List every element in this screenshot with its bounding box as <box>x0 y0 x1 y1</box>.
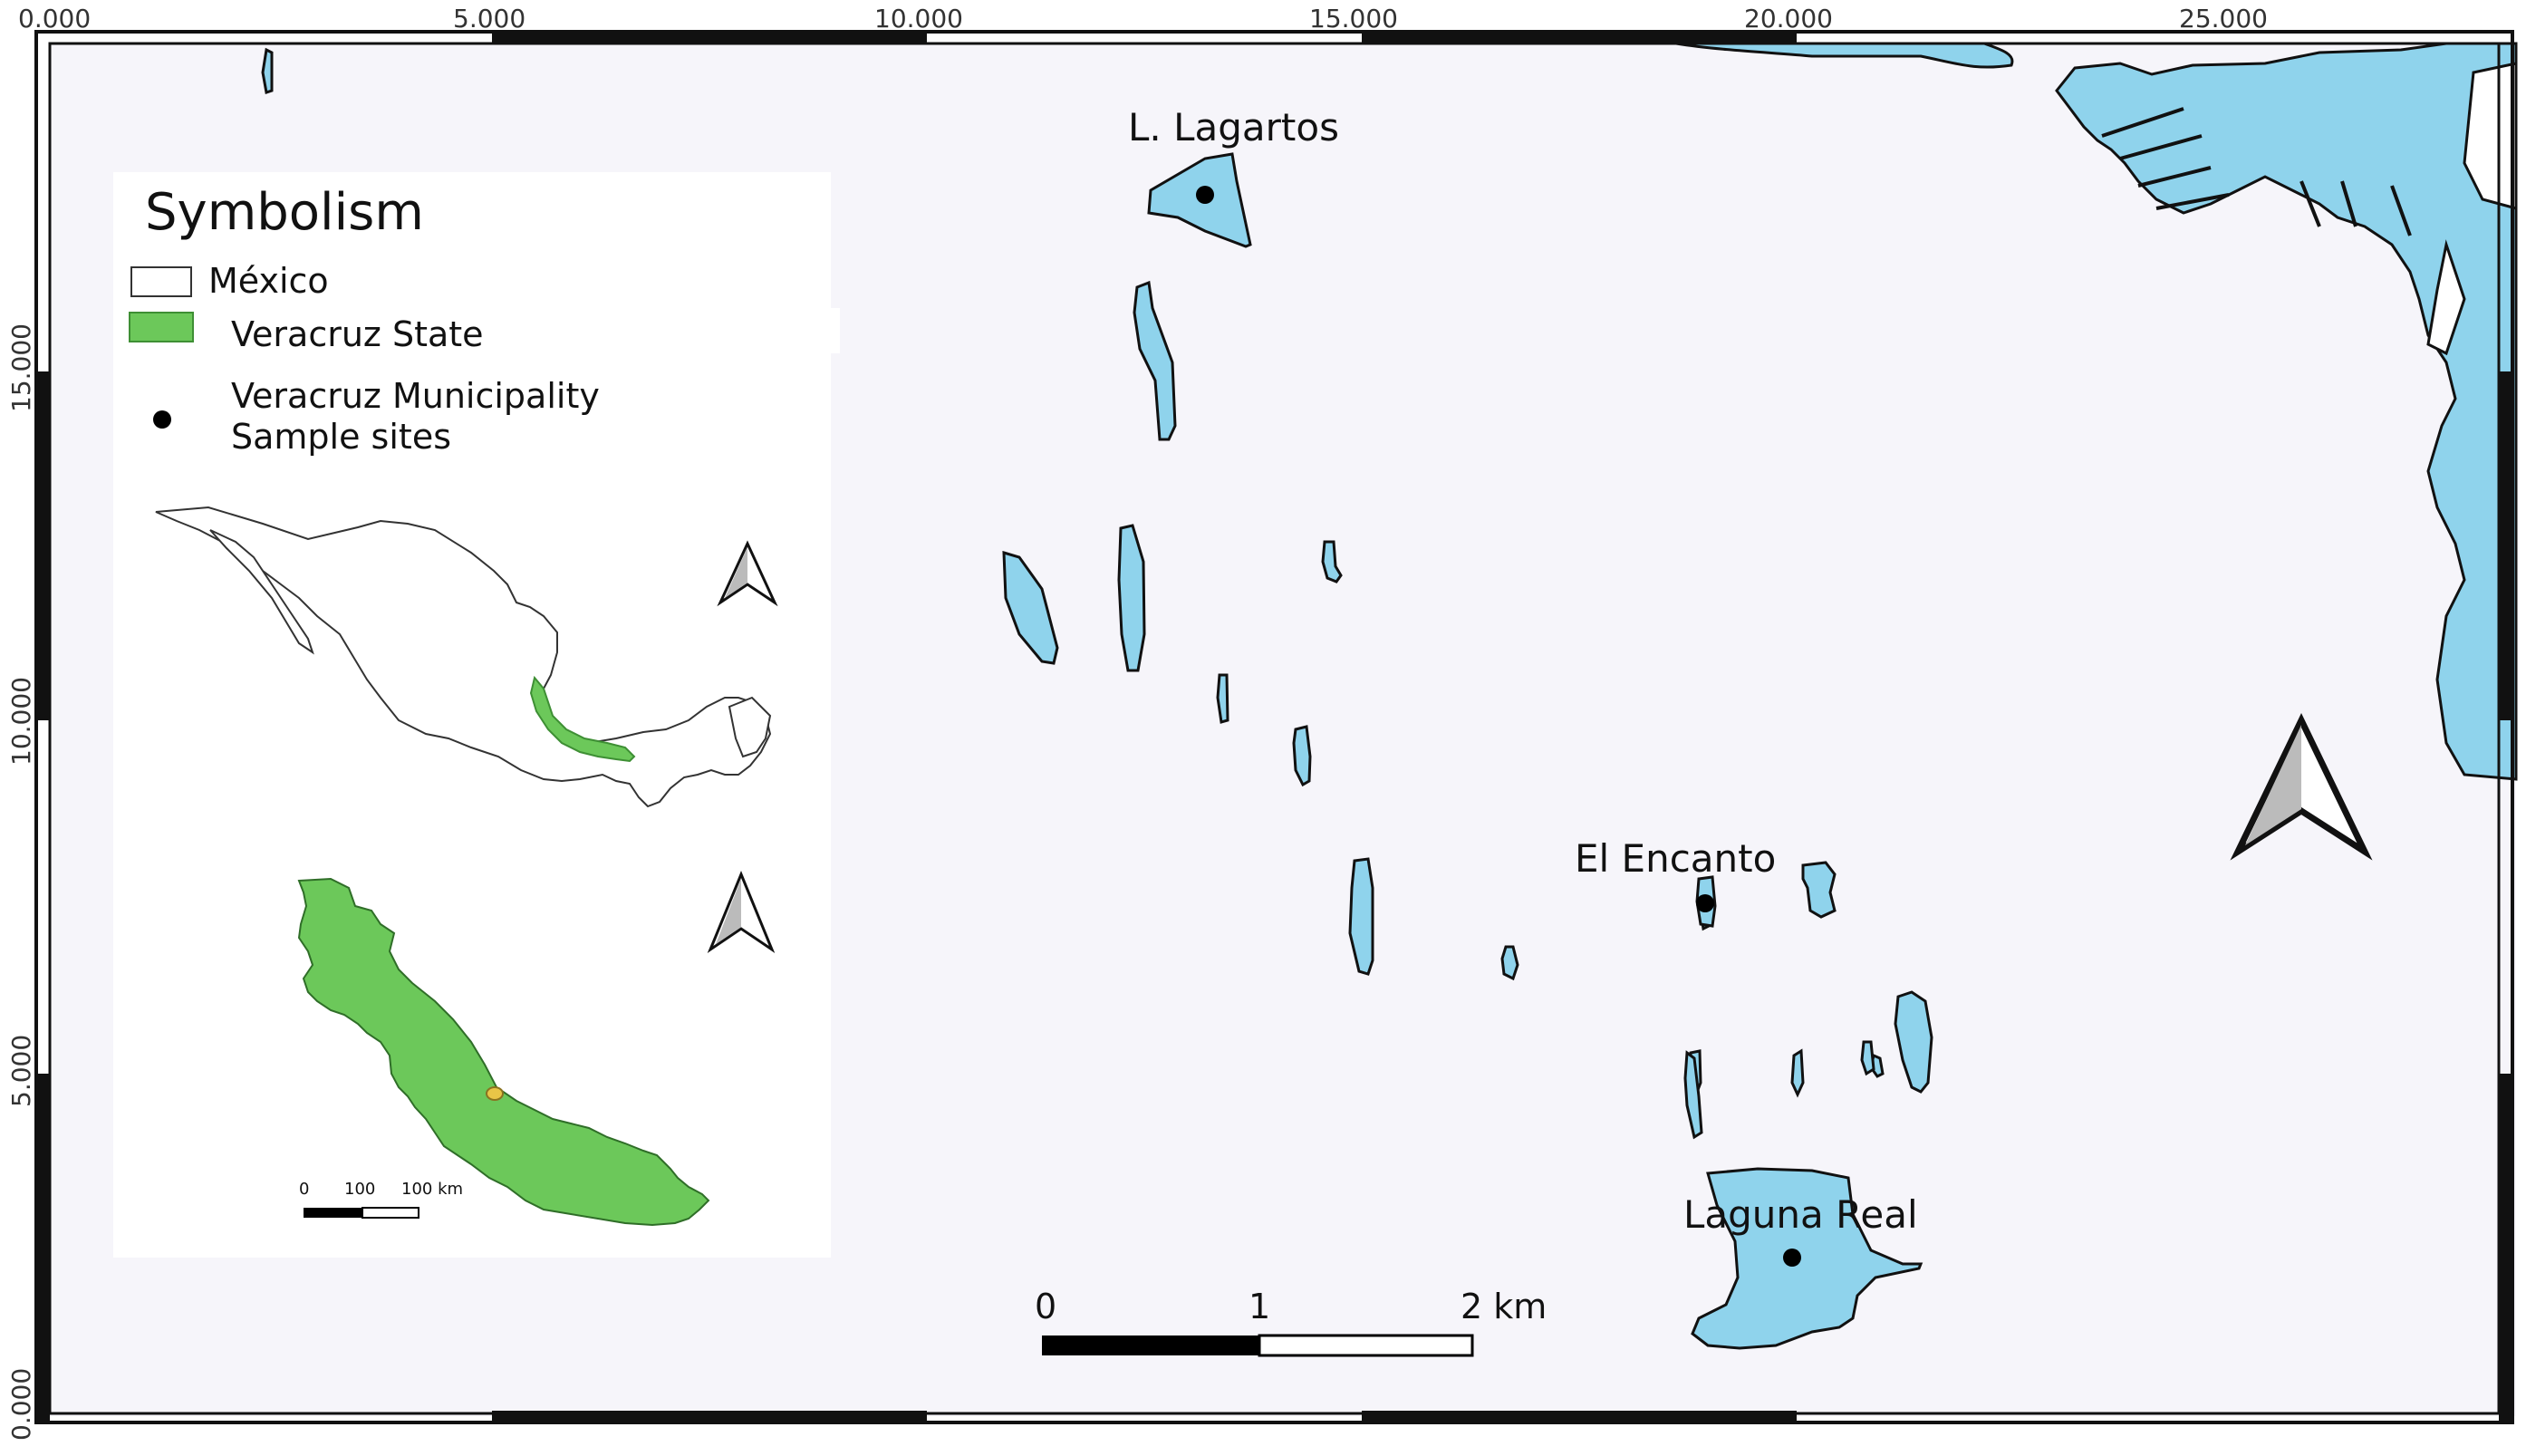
legend-mexico-label: México <box>208 261 329 301</box>
site-label-el-encanto: El Encanto <box>1575 836 1776 881</box>
y-tick-label: 0.000 <box>6 1368 36 1441</box>
inset-scale-label-100: 100 <box>344 1180 375 1199</box>
mexico-inset-map <box>155 506 772 808</box>
x-tick-label: 25.000 <box>2179 4 2268 34</box>
inset-scale-label-0: 0 <box>299 1180 309 1199</box>
legend-title: Symbolism <box>145 183 424 242</box>
y-tick-label: 15.000 <box>6 323 36 412</box>
north-arrow-icon <box>2230 712 2373 861</box>
map-frame-inner <box>48 42 2501 1415</box>
veracruz-state-inset-map <box>297 877 710 1227</box>
veracruz-municipality-highlight <box>486 1086 504 1101</box>
legend-sample-sites-label-line2: Sample sites <box>231 417 451 457</box>
frame-graticule-bars <box>36 32 2512 1422</box>
site-label-laguna-real: Laguna Real <box>1683 1192 1918 1237</box>
sample-site-marker-laguna-real <box>1783 1249 1801 1267</box>
legend-sample-sites-label-line1: Veracruz Municipality <box>231 376 600 416</box>
veracruz-inset-north-arrow-icon <box>707 871 776 954</box>
legend-panel: Symbolism México Veracruz State Veracruz… <box>113 172 840 1258</box>
x-tick-label: 15.000 <box>1309 4 1398 34</box>
y-tick-label: 5.000 <box>6 1035 36 1107</box>
x-tick-label: 10.000 <box>874 4 963 34</box>
legend-mexico-symbol <box>130 266 192 297</box>
map-frame-outer <box>34 30 2514 1424</box>
x-tick-label: 5.000 <box>453 4 525 34</box>
legend-veracruz-state-symbol <box>129 312 194 342</box>
legend-veracruz-state-label: Veracruz State <box>231 314 484 354</box>
inset-scale-bar: 0 100 100 km <box>299 1180 463 1219</box>
x-tick-label: 20.000 <box>1744 4 1833 34</box>
scale-label-1: 1 <box>1249 1287 1270 1326</box>
inset-scale-label-100km: 100 km <box>401 1180 463 1199</box>
lake-laguna-real <box>1691 1167 1923 1350</box>
legend-sample-site-symbol <box>153 410 171 429</box>
sample-site-marker-l-lagartos <box>1196 186 1214 204</box>
scale-label-0: 0 <box>1035 1287 1056 1326</box>
mexico-inset-north-arrow-icon <box>717 540 778 607</box>
x-tick-label: 0.000 <box>18 4 91 34</box>
sample-site-marker-el-encanto <box>1696 894 1714 912</box>
scale-bar: 0 1 2 km <box>1035 1287 1547 1357</box>
y-tick-label: 10.000 <box>6 677 36 766</box>
frame-coordinate-labels: 0.000 5.000 10.000 15.000 20.000 25.000 … <box>6 4 2268 1441</box>
site-label-l-lagartos: L. Lagartos <box>1128 105 1339 149</box>
scale-label-2km: 2 km <box>1461 1287 1547 1326</box>
